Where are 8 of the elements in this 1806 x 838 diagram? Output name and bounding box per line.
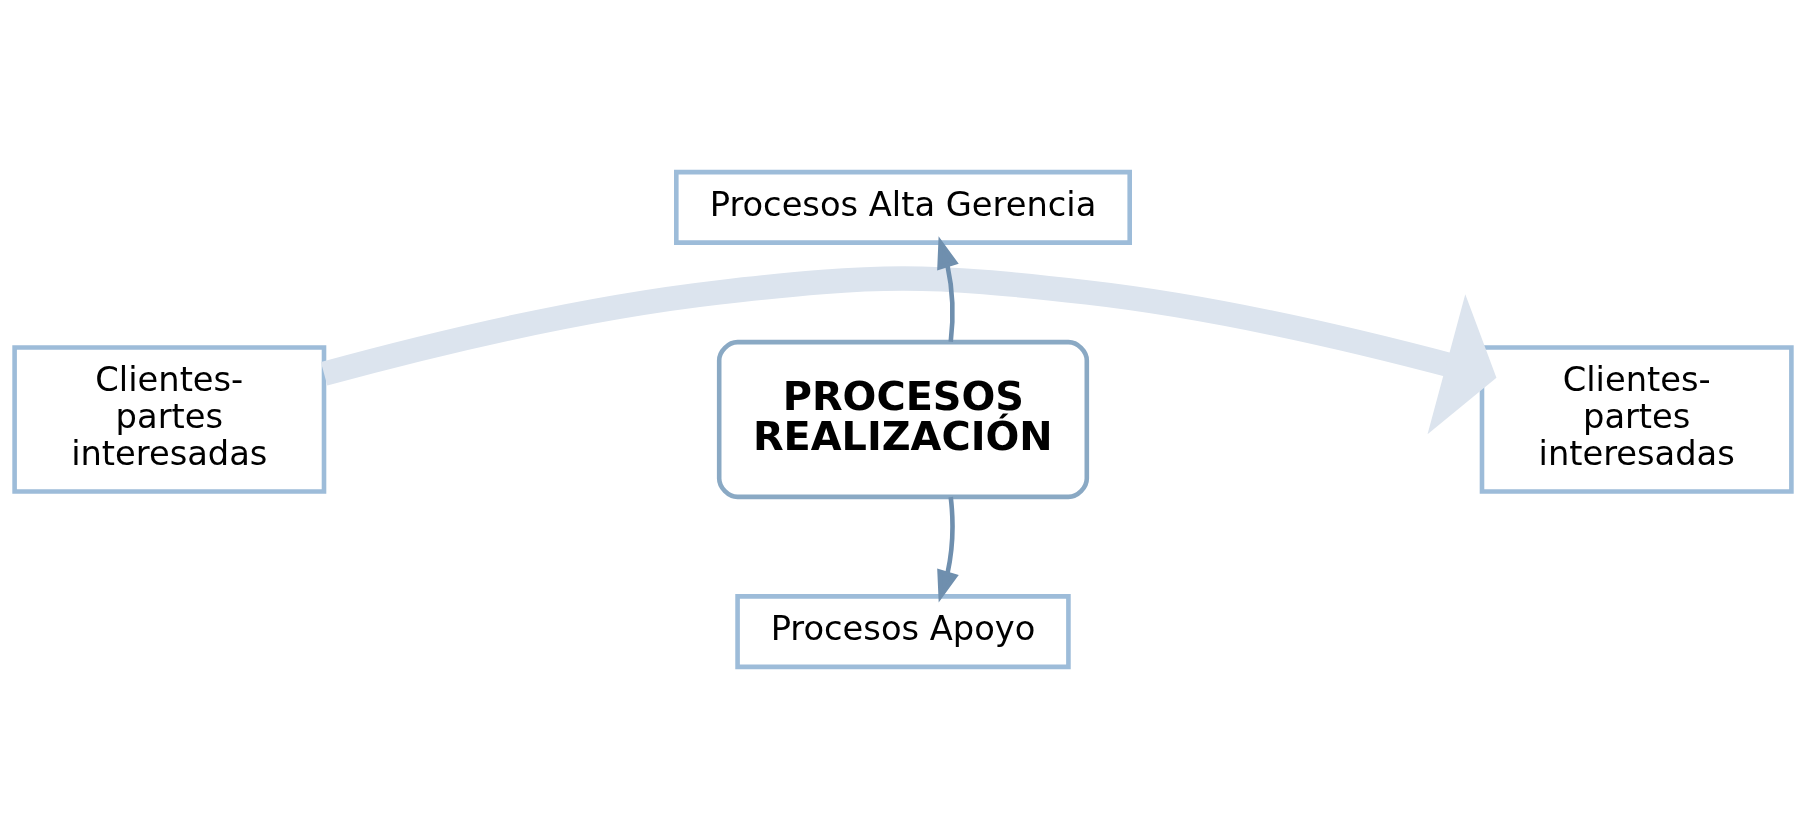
node-box: PROCESOS REALIZACIÓN [716,339,1090,499]
arrow [937,496,959,603]
node-box: Procesos Apoyo [735,593,1071,669]
node-box: Procesos Alta Gerencia [674,169,1132,245]
arrow [937,235,959,342]
node-box: Clientes- partes interesadas [12,344,327,494]
arrow [320,265,1497,434]
node-box: Clientes- partes interesadas [1479,344,1794,494]
